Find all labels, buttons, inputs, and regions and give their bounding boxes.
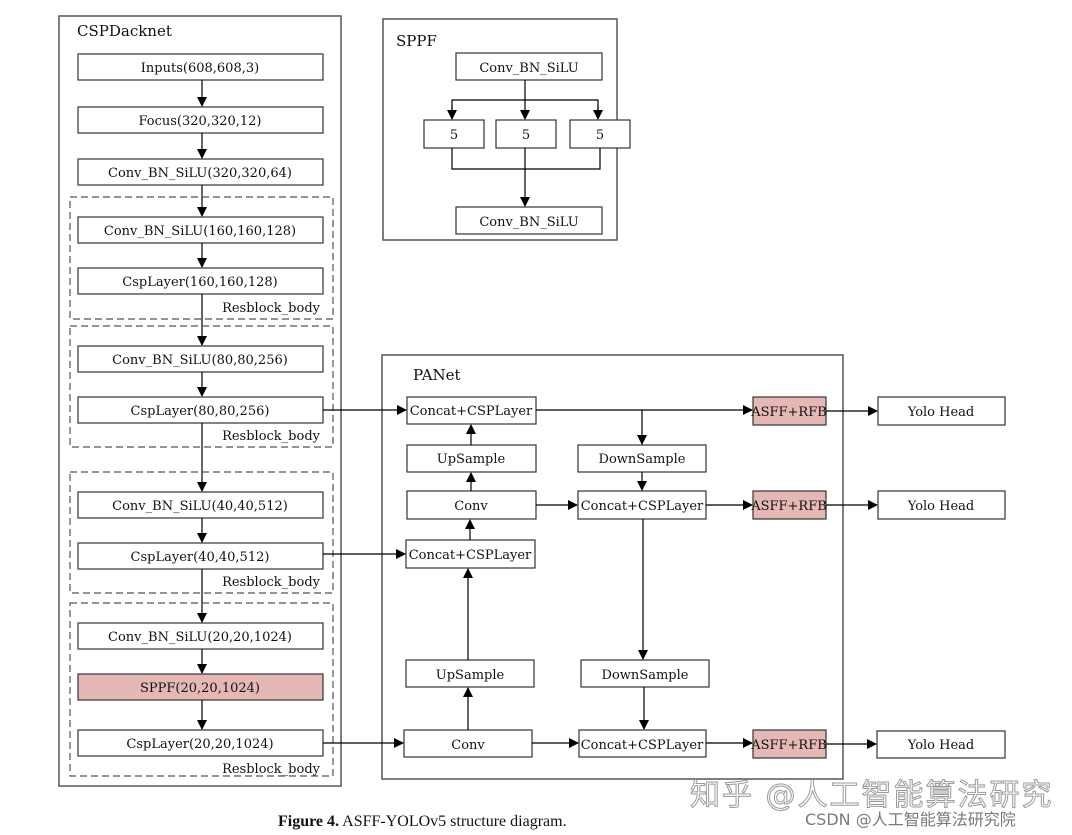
svg-text:5: 5 — [522, 128, 530, 143]
svg-text:Conv: Conv — [451, 738, 485, 753]
sppf-node: SPPF(20,20,1024) — [77, 673, 324, 701]
resblock-3-label: Resblock_body — [222, 575, 321, 590]
yolo-head-3: Yolo Head — [876, 730, 1006, 759]
figure-caption: Figure 4. ASFF-YOLOv5 structure diagram. — [278, 813, 567, 831]
svg-text:5: 5 — [450, 128, 458, 143]
panet-concat-mid-right-node: Concat+CSPLayer — [577, 490, 707, 520]
panet-concat-mid-left-node: Concat+CSPLayer — [405, 539, 536, 569]
resblock-2-csp-node: CspLayer(80,80,256) — [77, 396, 324, 424]
sppf-pool-2: 5 — [495, 119, 557, 149]
yolo-head-1: Yolo Head — [877, 396, 1006, 426]
backbone-title: CSPDacknet — [77, 22, 172, 40]
csdn-watermark: CSDN @人工智能算法研究院 — [805, 810, 1016, 829]
stem-conv-node: Conv_BN_SiLU(320,320,64) — [77, 158, 324, 186]
resblock-2-label: Resblock_body — [222, 429, 321, 444]
sppf-title: SPPF — [396, 32, 437, 50]
resblock-1-label: Resblock_body — [222, 301, 321, 316]
svg-text:Concat+CSPLayer: Concat+CSPLayer — [409, 548, 532, 563]
svg-text:Concat+CSPLayer: Concat+CSPLayer — [410, 404, 533, 419]
svg-text:Concat+CSPLayer: Concat+CSPLayer — [581, 499, 704, 514]
svg-text:Conv_BN_SiLU: Conv_BN_SiLU — [479, 61, 578, 76]
asff-node-1: ASFF+RFB — [750, 396, 827, 426]
resblock-4-label: Resblock_body — [222, 762, 321, 777]
zhihu-watermark: 知乎 @人工智能算法研究 — [690, 778, 1054, 814]
resblock-3-conv-node: Conv_BN_SiLU(40,40,512) — [77, 491, 324, 519]
resblock-4-frame — [69, 602, 334, 777]
svg-text:Conv: Conv — [454, 499, 488, 514]
resblock-2-frame — [69, 325, 334, 448]
svg-text:CspLayer(160,160,128): CspLayer(160,160,128) — [122, 275, 277, 290]
panet-conv-bottom-node: Conv — [403, 729, 533, 758]
input-node: Inputs(608,608,3) — [77, 53, 324, 81]
panet-concat-top-node: Concat+CSPLayer — [406, 396, 537, 425]
svg-text:DownSample: DownSample — [599, 452, 686, 467]
svg-text:CspLayer(20,20,1024): CspLayer(20,20,1024) — [126, 737, 273, 752]
yolo-head-2: Yolo Head — [877, 490, 1006, 520]
svg-text:UpSample: UpSample — [437, 452, 506, 467]
resblock-1-frame — [69, 196, 334, 320]
panet-upsample-bottom-node: UpSample — [405, 659, 535, 688]
backbone-frame — [58, 15, 342, 787]
resblock-3-frame — [69, 471, 334, 594]
panet-conv-mid-node: Conv — [406, 490, 537, 520]
svg-text:ASFF+RFB: ASFF+RFB — [750, 405, 827, 420]
svg-text:Conv_BN_SiLU: Conv_BN_SiLU — [479, 215, 578, 230]
svg-text:CspLayer(40,40,512): CspLayer(40,40,512) — [131, 550, 270, 565]
resblock-4-conv-node: Conv_BN_SiLU(20,20,1024) — [77, 622, 324, 650]
svg-text:Inputs(608,608,3): Inputs(608,608,3) — [141, 61, 259, 76]
svg-text:Conv_BN_SiLU(320,320,64): Conv_BN_SiLU(320,320,64) — [108, 166, 292, 181]
asff-node-3: ASFF+RFB — [750, 729, 827, 759]
panet-concat-bottom-right-node: Concat+CSPLayer — [578, 729, 707, 758]
svg-text:Conv_BN_SiLU(20,20,1024): Conv_BN_SiLU(20,20,1024) — [108, 630, 292, 645]
figure-caption-text: ASFF-YOLOv5 structure diagram. — [339, 813, 567, 830]
focus-node: Focus(320,320,12) — [77, 106, 324, 134]
svg-text:Yolo Head: Yolo Head — [907, 738, 975, 753]
resblock-3-csp-node: CspLayer(40,40,512) — [77, 542, 324, 570]
panet-upsample-top-node: UpSample — [406, 444, 537, 473]
edge-sppf-merge — [451, 148, 601, 170]
svg-text:DownSample: DownSample — [602, 668, 689, 683]
resblock-4-csp-node: CspLayer(20,20,1024) — [77, 729, 324, 757]
sppf-pool-3: 5 — [569, 119, 631, 149]
svg-text:Yolo Head: Yolo Head — [907, 499, 975, 514]
figure-caption-label: Figure 4. — [278, 813, 340, 830]
svg-text:Conv_BN_SiLU(80,80,256): Conv_BN_SiLU(80,80,256) — [112, 353, 288, 368]
panet-frame — [381, 354, 844, 780]
svg-text:5: 5 — [596, 128, 604, 143]
resblock-1-conv-node: Conv_BN_SiLU(160,160,128) — [77, 216, 324, 244]
asff-node-2: ASFF+RFB — [750, 490, 827, 520]
resblock-1-csp-node: CspLayer(160,160,128) — [77, 267, 324, 295]
svg-text:Conv_BN_SiLU(160,160,128): Conv_BN_SiLU(160,160,128) — [104, 224, 296, 239]
svg-text:ASFF+RFB: ASFF+RFB — [750, 738, 827, 753]
panet-downsample-bottom-node: DownSample — [580, 659, 710, 688]
svg-text:ASFF+RFB: ASFF+RFB — [750, 499, 827, 514]
panet-title: PANet — [413, 366, 461, 384]
sppf-bottom-conv-node: Conv_BN_SiLU — [455, 206, 603, 235]
sppf-pool-1: 5 — [423, 119, 485, 149]
panet-downsample-top-node: DownSample — [577, 444, 707, 473]
resblock-2-conv-node: Conv_BN_SiLU(80,80,256) — [77, 345, 324, 373]
svg-text:Conv_BN_SiLU(40,40,512): Conv_BN_SiLU(40,40,512) — [112, 499, 288, 514]
svg-text:SPPF(20,20,1024): SPPF(20,20,1024) — [140, 681, 260, 696]
svg-text:UpSample: UpSample — [436, 668, 505, 683]
svg-text:CspLayer(80,80,256): CspLayer(80,80,256) — [131, 404, 270, 419]
sppf-top-conv-node: Conv_BN_SiLU — [455, 52, 603, 81]
svg-text:Focus(320,320,12): Focus(320,320,12) — [138, 114, 261, 129]
svg-text:Concat+CSPLayer: Concat+CSPLayer — [581, 738, 704, 753]
svg-text:Yolo Head: Yolo Head — [907, 405, 975, 420]
